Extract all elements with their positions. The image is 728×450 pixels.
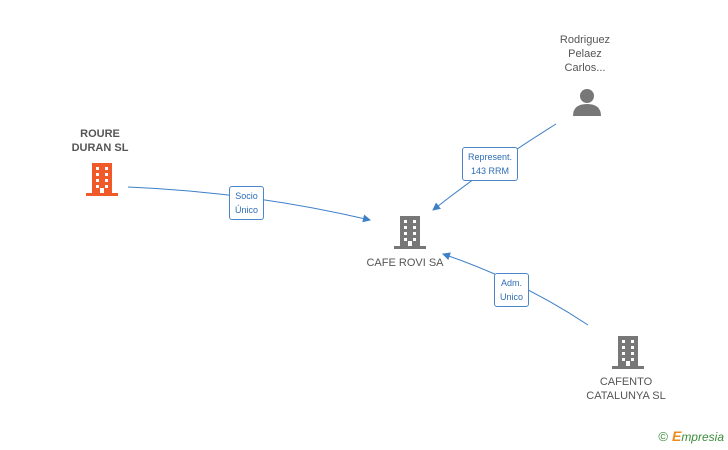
building-icon[interactable] (394, 216, 426, 250)
edge-label-socio-unico[interactable]: Socio Único (229, 186, 265, 220)
building-icon[interactable] (612, 336, 644, 370)
node-label-rodriguez: Rodriguez Pelaez Carlos... (559, 34, 611, 74)
empresia-logo: ©Empresia (658, 428, 724, 444)
node-label-cafe-rovi: CAFE ROVI SA (366, 257, 444, 269)
building-icon[interactable] (86, 163, 118, 197)
brand-initial: E (671, 428, 682, 444)
brand-name: mpresia (681, 430, 724, 444)
edge-label-adm-unico[interactable]: Adm. Unico (494, 273, 530, 307)
person-icon[interactable] (572, 88, 602, 116)
node-label-roure-duran: ROURE DURAN SL (71, 128, 129, 154)
node-label-cafento: CAFENTO CATALUNYA SL (586, 376, 666, 402)
copyright-symbol: © (658, 429, 668, 444)
edge-label-represent[interactable]: Represent. 143 RRM (462, 147, 519, 181)
